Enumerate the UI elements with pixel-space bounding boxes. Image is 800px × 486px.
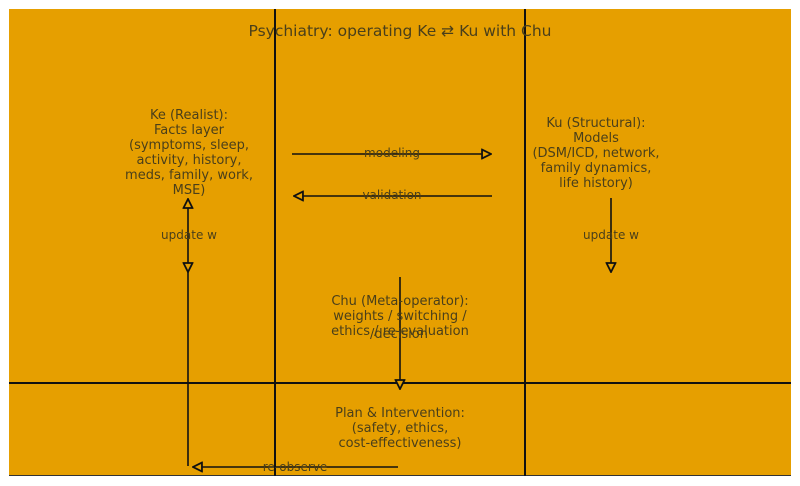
diagram-canvas [9,9,791,476]
node-chu: Chu (Meta-operator): weights / switching… [331,294,469,339]
edge-label-update-right: update w [583,228,639,242]
diagram-title: Psychiatry: operating Ke ⇄ Ku with Chu [248,22,552,40]
node-chu-overlap: /decision [370,327,428,342]
node-ku: Ku (Structural): Models (DSM/ICD, networ… [532,116,660,191]
node-ke: Ke (Realist): Facts layer (symptoms, sle… [125,108,253,198]
node-plan: Plan & Intervention: (safety, ethics, co… [335,406,465,451]
edge-label-reobserve: re-observe [262,460,328,474]
edge-label-modeling: modeling [364,146,420,160]
canvas-bottom-border [9,475,791,476]
edge-label-update-left: update w [161,228,217,242]
edge-label-validation: validation [362,188,422,202]
